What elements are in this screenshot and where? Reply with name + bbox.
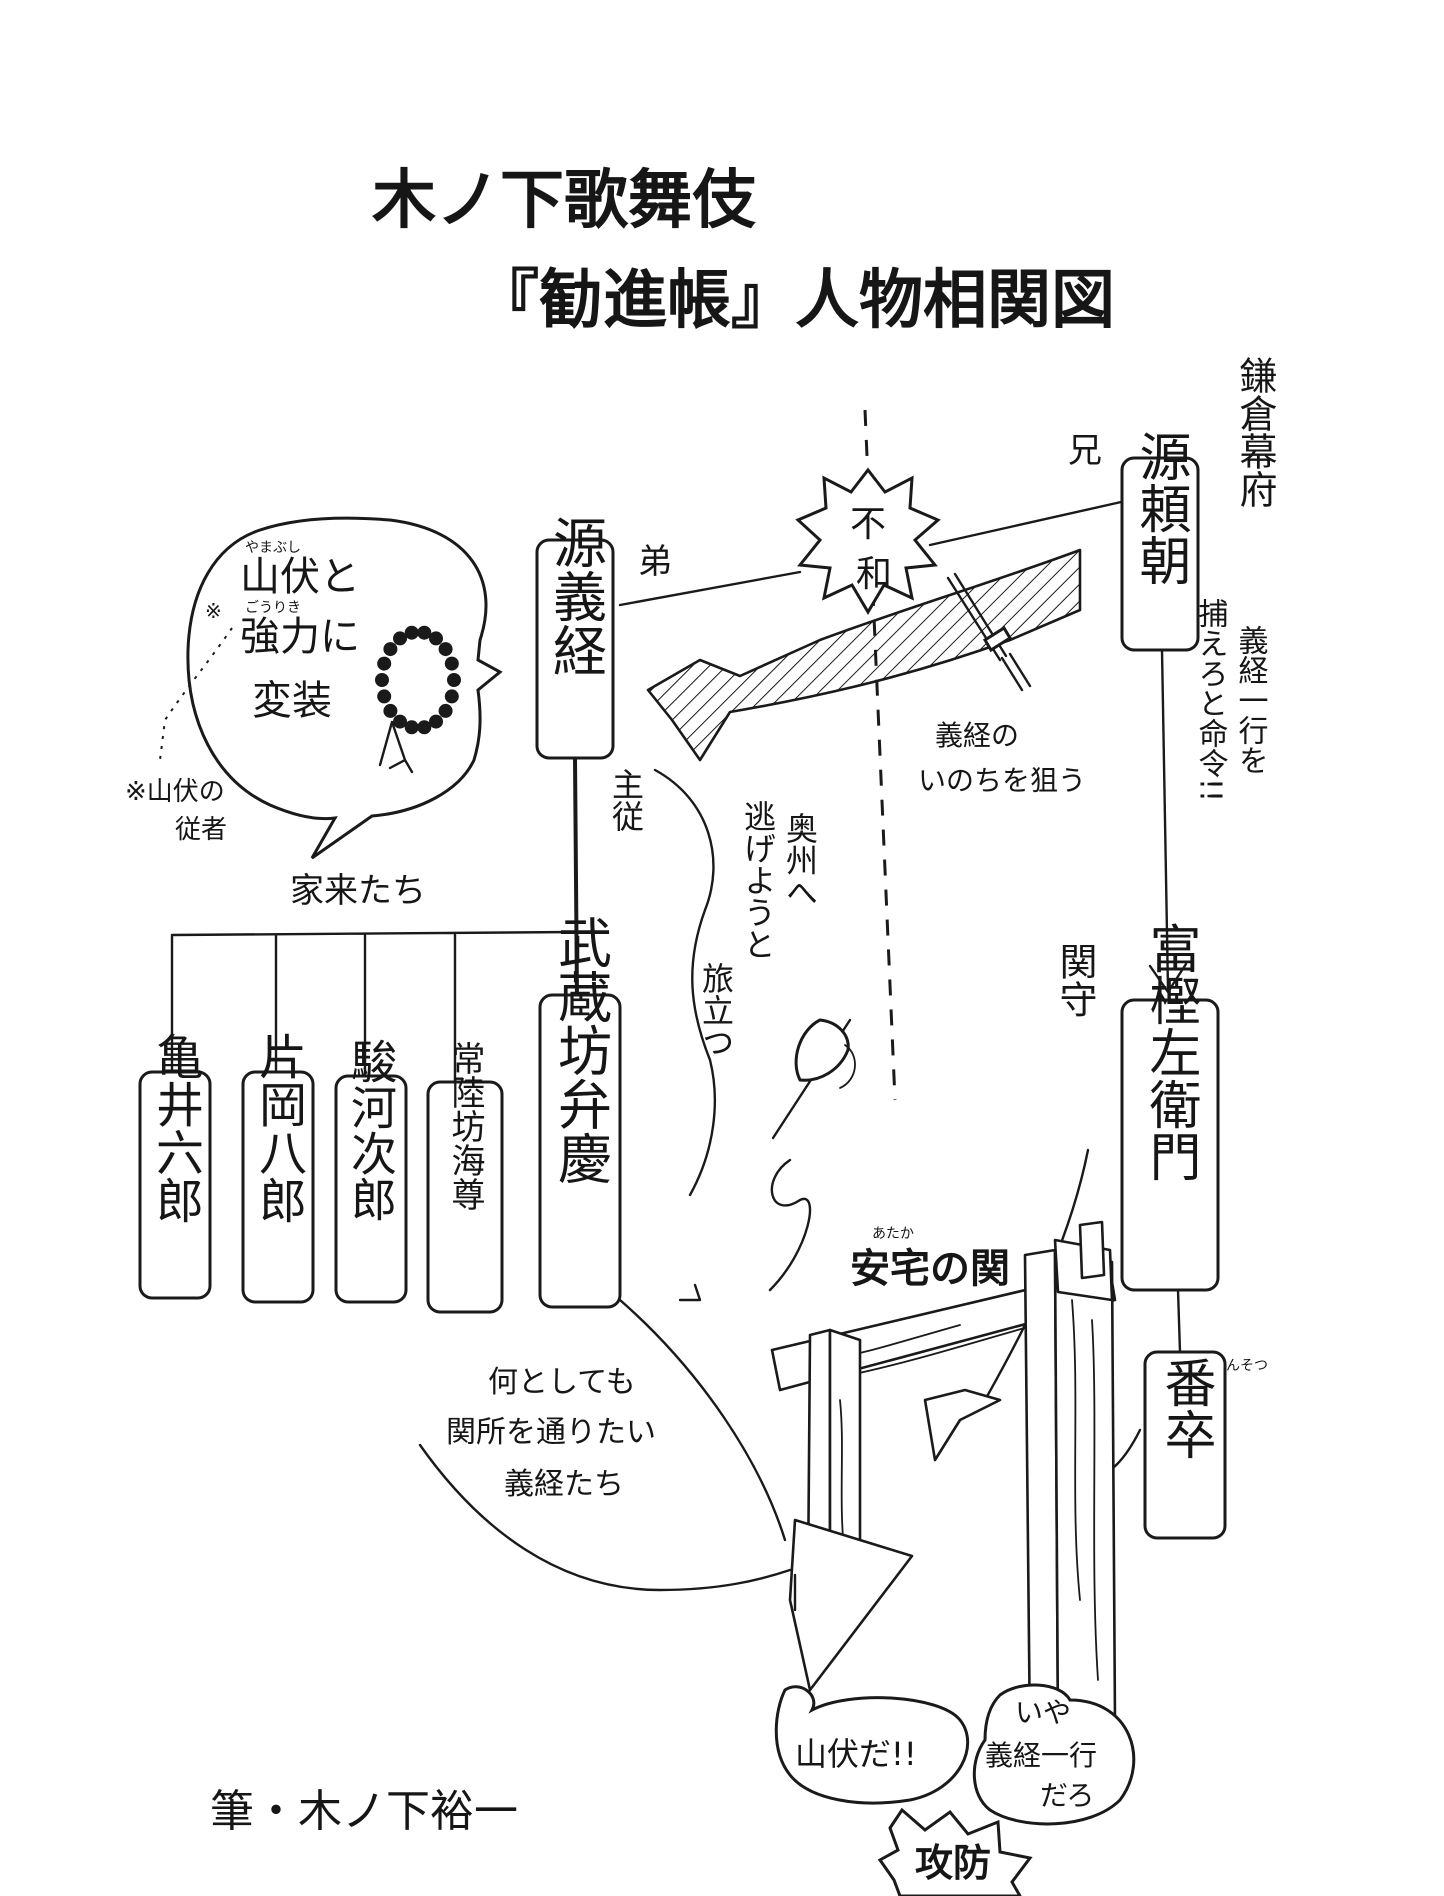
order-label-2: 捕えろと命令!! (1193, 598, 1229, 802)
disguise-line-1: 山伏と (240, 554, 360, 600)
box-togashi: 富樫左衛門 (1120, 922, 1220, 1292)
name-suruga: 駿河次郎 (344, 1038, 398, 1222)
ani-label: 兄 (1068, 431, 1102, 471)
name-yoshitsune: 源義経 (544, 515, 607, 677)
credit: 筆・木ノ下裕一 (210, 1786, 518, 1837)
bead (404, 625, 419, 640)
title-line-1: 木ノ下歌舞伎 (372, 164, 756, 238)
note-pointer (159, 627, 233, 761)
sekimori-arrow-head (923, 1388, 1002, 1462)
box-suruga: 駿河次郎 (334, 1038, 408, 1304)
shuju-label: 主従 (607, 768, 645, 832)
want-pass-label-2: 関所を通りたい (446, 1415, 656, 1450)
bead (438, 642, 453, 657)
name-hitachi: 常陸坊海尊 (445, 1041, 485, 1211)
target-life-label-1: 義経の (935, 719, 1019, 752)
bead (429, 631, 443, 646)
bead (447, 673, 461, 687)
travel-bundle-icon (771, 1018, 856, 1140)
order-label-1: 義経一行を (1233, 625, 1269, 775)
brothers-line (618, 498, 1132, 607)
sekimori-label: 関守 (1053, 942, 1097, 1018)
ruby-goriki: ごうりき (245, 600, 301, 616)
target-life-label-2: いのちを狙う (918, 764, 1086, 797)
bead (375, 673, 389, 687)
bead (377, 656, 392, 671)
name-togashi: 富樫左衛門 (1140, 922, 1201, 1182)
kobo-label: 攻防 (915, 1841, 991, 1885)
bead (444, 656, 459, 671)
disguise-bubble: やまぶし 山伏と ごうりき ※ 強力に 変装 (186, 516, 503, 860)
want-pass-label-1: 何としても (488, 1365, 636, 1400)
bead (393, 631, 407, 646)
name-benkei: 武蔵坊弁慶 (549, 915, 612, 1185)
box-kataoka: 片岡八郎 (241, 1032, 315, 1304)
name-kamei: 亀井六郎 (147, 1032, 203, 1224)
kobo-burst: 攻防 (877, 1807, 1033, 1896)
note-line-1: ※山伏の (125, 777, 225, 807)
name-kataoka: 片岡八郎 (250, 1032, 306, 1224)
otouto-label: 弟 (638, 542, 672, 582)
guards-bubble: 山伏だ!! (774, 1685, 970, 1805)
disguise-mark: ※ (205, 599, 222, 623)
box-hitachi: 常陸坊海尊 (426, 1041, 504, 1314)
guards-line: 山伏だ!! (795, 1735, 917, 1773)
ruby-yamabushi: やまぶし (245, 540, 301, 556)
ruby-ataka: あたか (872, 1226, 914, 1242)
sword-icon (946, 572, 1032, 692)
bead (393, 714, 407, 729)
togashi-banso-line (1176, 1288, 1182, 1354)
bead (444, 689, 459, 704)
flee-bracket (653, 768, 717, 1197)
fuwa-label-2: 和 (856, 554, 892, 595)
bead-tassel (378, 720, 414, 774)
benkei-arrow (618, 1298, 787, 1542)
box-kamei: 亀井六郎 (138, 1032, 212, 1300)
kerai-label: 家来たち (290, 871, 426, 911)
note-line-2: 従者 (175, 815, 227, 845)
box-yoritomo: 源頼朝 (1120, 430, 1200, 652)
flee-label-1: 奥州へ (781, 812, 819, 908)
bead (383, 642, 398, 657)
box-banso: 番卒 (1143, 1350, 1227, 1540)
flee-label-2: 逃げようと (739, 800, 777, 960)
bead (438, 703, 453, 718)
togashi-line-1: いや (1015, 1696, 1071, 1729)
bead (383, 703, 398, 718)
want-pass-label-3: 義経たち (504, 1467, 624, 1502)
togashi-bubble: いや 義経一行 だろ (972, 1683, 1136, 1826)
disguise-line-2: 強力に (240, 614, 360, 660)
bead (377, 689, 392, 704)
pass-arrow-outer (418, 1443, 792, 1592)
togashi-line-2: 義経一行 (985, 1739, 1097, 1772)
dashed-divider (863, 409, 897, 1101)
title-line-2: 『勧進帳』人物相関図 (475, 264, 1115, 338)
fuwa-burst: 不 和 (795, 467, 941, 615)
flee-path (678, 1158, 812, 1302)
shuju-line (573, 757, 579, 1001)
prayer-beads-icon (375, 625, 461, 774)
togashi-line-3: だろ (1040, 1779, 1094, 1812)
retainer-tree (170, 930, 577, 1082)
order-arrow (1148, 648, 1188, 994)
bead (417, 720, 432, 735)
box-benkei: 武蔵坊弁慶 (538, 915, 622, 1309)
barrier-name: 安宅の関 (850, 1246, 1010, 1292)
box-yoshitsune: 源義経 (535, 515, 615, 760)
pass-arrow-head (788, 1518, 914, 1692)
kamakura-label: 鎌倉幕府 (1233, 356, 1277, 508)
bead (404, 720, 419, 735)
flee-label-3: 旅立つ (697, 962, 735, 1058)
disguise-line-3: 変装 (252, 678, 332, 724)
fuwa-label-1: 不 (850, 504, 886, 545)
bead (417, 625, 432, 640)
bead (429, 714, 443, 729)
name-banso: 番卒 (1155, 1356, 1215, 1460)
name-yoritomo: 源頼朝 (1130, 430, 1190, 586)
